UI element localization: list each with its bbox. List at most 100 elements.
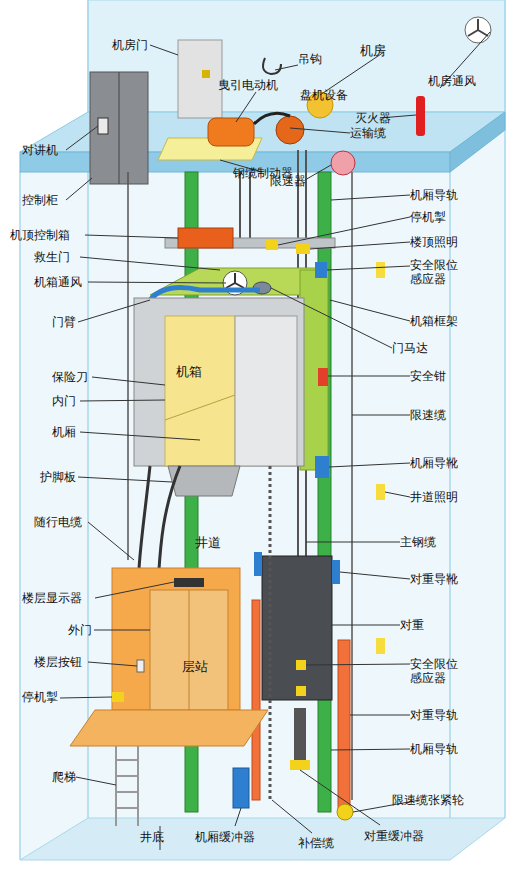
leader-line [94,630,150,631]
leader-line [80,432,200,440]
ladder-rungs [116,760,138,808]
leader-line [352,415,410,416]
leader-line [275,65,298,70]
leader-line [271,288,392,348]
leader-line [80,257,220,270]
floor-indicator [174,578,204,587]
hoist-rope [249,172,251,240]
leader-line [78,300,150,322]
car-buffer [233,768,249,808]
leader-line [150,45,178,55]
part-label: 对重 [400,618,424,632]
area-label: 机箱 [176,365,202,379]
counterweight [262,556,332,700]
part-label: 护脚板 [40,470,76,484]
shaft-light [376,484,385,500]
leader-line [78,477,172,482]
counterweight-shoe [332,560,340,584]
limit-sensor [296,686,306,696]
inner-door [235,316,297,466]
part-label: 机厢缓冲器 [195,830,255,844]
buffer-rod [294,708,306,768]
call-button [137,660,144,672]
part-label: 停机掣 [410,210,446,224]
leader-line [76,777,116,785]
part-label: 限速缆 [410,408,446,422]
car-top-control-box [178,228,233,248]
part-label: 对重导靴 [410,572,458,586]
area-label: 机房 [360,44,386,58]
leader-line [85,235,178,238]
leader-line [350,715,410,716]
part-label: 机箱框架 [410,314,458,328]
part-label: 盘机设备 [300,88,348,102]
fan-blades [468,19,488,36]
part-label: 机厢导靴 [410,456,458,470]
ladder-rail [137,746,139,826]
part-label: 曳引电动机 [218,78,278,92]
area-label: 层站 [182,660,208,674]
part-label: 外门 [68,623,92,637]
leader-line [331,195,410,200]
part-label: 对重缓冲器 [364,829,424,843]
car-guide-shoe [315,262,327,278]
part-label: 井道照明 [410,490,458,504]
part-label: 停机掣 [22,690,58,704]
part-label: 安全钳 [410,369,446,383]
part-label: 爬梯 [52,770,76,784]
door-lock [202,70,210,78]
part-label: 机房通风 [428,74,476,88]
leader-line [92,377,165,385]
part-label: 保险刀 [52,370,88,384]
ladder-rail [115,746,117,826]
leader-line [236,92,256,122]
counterweight-rail [338,640,350,810]
cabinet-seam [119,72,120,184]
leader-line [329,463,410,467]
part-label: 门臂 [52,315,76,329]
leader-line [328,376,410,377]
part-label: 机厢导轨 [410,188,458,202]
leader-line [278,217,410,245]
part-label: 对讲机 [22,143,58,157]
tension-pulley [337,804,353,820]
leader-line [306,664,410,665]
hoist-rope [239,172,241,240]
part-label: 安全限位 感应器 [410,657,466,685]
limit-sensor [296,660,306,670]
part-label: 吊钩 [298,52,322,66]
pit-stop-switch [112,692,124,702]
leader-line [60,697,112,698]
car-handrail [165,395,235,420]
part-label: 控制柜 [22,193,58,207]
leader-line [340,572,410,579]
leader-line [66,126,98,150]
leader-line [95,582,174,598]
leader-line [272,800,312,833]
car-interior [165,316,235,466]
machine-room-door [178,40,222,118]
part-label: 运输缆 [350,126,386,140]
part-label: 灭火器 [355,111,391,125]
outer-door [150,590,228,710]
leader-line [290,128,350,133]
floor-slab-side [450,112,505,172]
shaft-light [376,638,385,654]
shaft-volume [20,0,505,860]
leader-line [310,242,410,249]
stop-switch [266,240,278,250]
landing-sill [70,710,268,746]
leader-line [306,542,400,543]
part-label: 井底 [140,830,164,844]
leader-line [80,400,165,401]
leader-line [385,492,410,497]
top-lighting [296,244,310,254]
landing-door-frame [112,568,240,710]
part-label: 随行电缆 [34,515,82,529]
speed-governor [331,151,355,175]
leader-line [327,266,410,270]
shaft-light [376,262,385,278]
traction-motor [208,118,254,146]
